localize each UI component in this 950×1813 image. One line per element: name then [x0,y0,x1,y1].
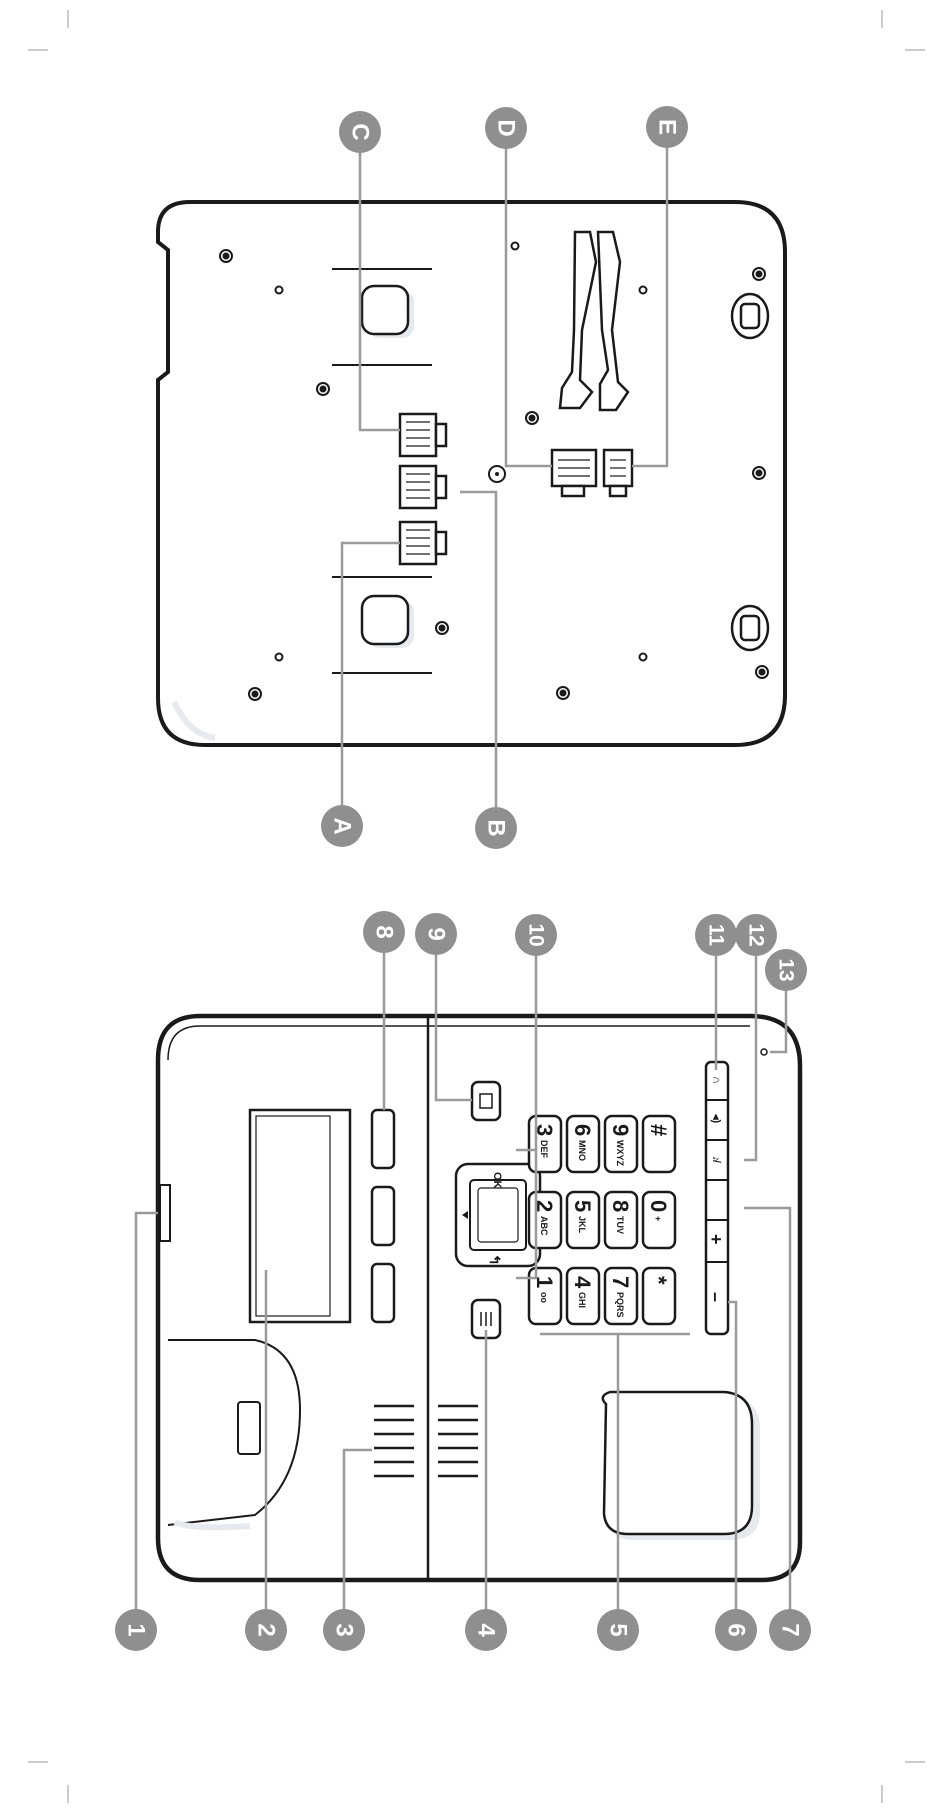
port-a [400,522,436,564]
callout-7-label: 7 [777,1623,804,1636]
soft-keys [372,1110,394,1322]
callout-c-label: C [347,123,374,140]
callout-9-label: 9 [423,927,450,940]
callout-11: 11 [695,914,737,956]
callout-11-label: 11 [705,924,728,947]
navigation-pad: OK ↰ [456,1164,540,1266]
keypad-digit: 9 [608,1124,633,1136]
callout-d-label: D [493,119,520,136]
callout-2-label: 2 [253,1623,280,1636]
callout-9: 9 [415,913,457,955]
callout-12: 12 [735,914,777,956]
keypad-digit: 8 [608,1200,633,1212]
back-body [158,202,785,745]
keypad-digit: # [646,1124,671,1136]
callout-2: 2 [245,1609,287,1651]
callout-5: 5 [597,1609,639,1651]
callout-12-label: 12 [745,923,768,946]
message-led [761,1049,767,1055]
speaker-icon: ◂) [710,1113,722,1124]
keypad-letters: oo [539,1292,549,1303]
callout-a-label: A [329,817,356,834]
callout-1: 1 [115,1609,157,1651]
keypad-digit: 6 [570,1124,595,1136]
callout-b: B [475,807,517,849]
callout-3: 3 [323,1609,365,1651]
keypad-digit: 7 [608,1276,633,1288]
callout-13-label: 13 [775,958,798,981]
callout-6: 6 [715,1609,757,1651]
lan-ports [400,414,446,564]
callout-b-label: B [483,819,510,836]
callout-6-label: 6 [723,1623,750,1636]
callout-7: 7 [769,1609,811,1651]
callout-5-label: 5 [605,1623,632,1636]
keypad-letters: DEF [539,1140,549,1159]
volume-minus-key: – [706,1292,726,1302]
callout-a: A [321,805,363,847]
message-key [472,1082,500,1120]
callout-8-label: 8 [371,925,398,938]
callout-10-label: 10 [525,923,548,946]
volume-plus-key: + [706,1234,726,1245]
keypad-letters: PQRS [615,1292,625,1318]
callout-4-label: 4 [473,1623,500,1637]
keypad-letters: + [653,1216,663,1221]
callout-c: C [339,111,381,153]
headset-icon: ∩ [710,1076,722,1084]
keypad-letters: ABC [539,1216,549,1236]
callout-d: D [485,107,527,149]
keypad-digit: 4 [570,1276,595,1289]
callout-8: 8 [363,911,405,953]
keypad-letters: MNO [577,1140,587,1161]
keypad-letters: JKL [577,1216,587,1234]
keypad-digit: 0 [646,1200,671,1212]
ok-label: OK [491,1172,503,1189]
handset-hook [160,1185,170,1241]
callout-10: 10 [515,914,557,956]
callout-1-label: 1 [123,1623,150,1636]
keypad-key-12: # [643,1116,675,1172]
callout-e: E [646,106,688,148]
keypad-key-10: * [643,1268,675,1324]
callout-13: 13 [765,949,807,991]
back-arrow-icon: ↰ [487,1254,503,1266]
function-keys: ∩ ◂) ♪̸ + – [706,1062,728,1334]
keypad-letters: GHI [577,1292,587,1308]
callout-4: 4 [465,1609,507,1651]
keypad-letters: TUV [615,1216,625,1234]
keypad-digit: * [646,1276,671,1285]
keypad-key-1: 1oo [529,1268,561,1324]
keypad-digit: 5 [570,1200,595,1212]
port-c [400,414,436,456]
phone-back-view [158,130,785,808]
callout-3-label: 3 [331,1623,358,1636]
port-b [400,466,436,508]
callout-e-label: E [654,119,681,135]
keypad-key-11: 0+ [643,1192,675,1248]
keypad-letters: WXYZ [615,1140,625,1167]
